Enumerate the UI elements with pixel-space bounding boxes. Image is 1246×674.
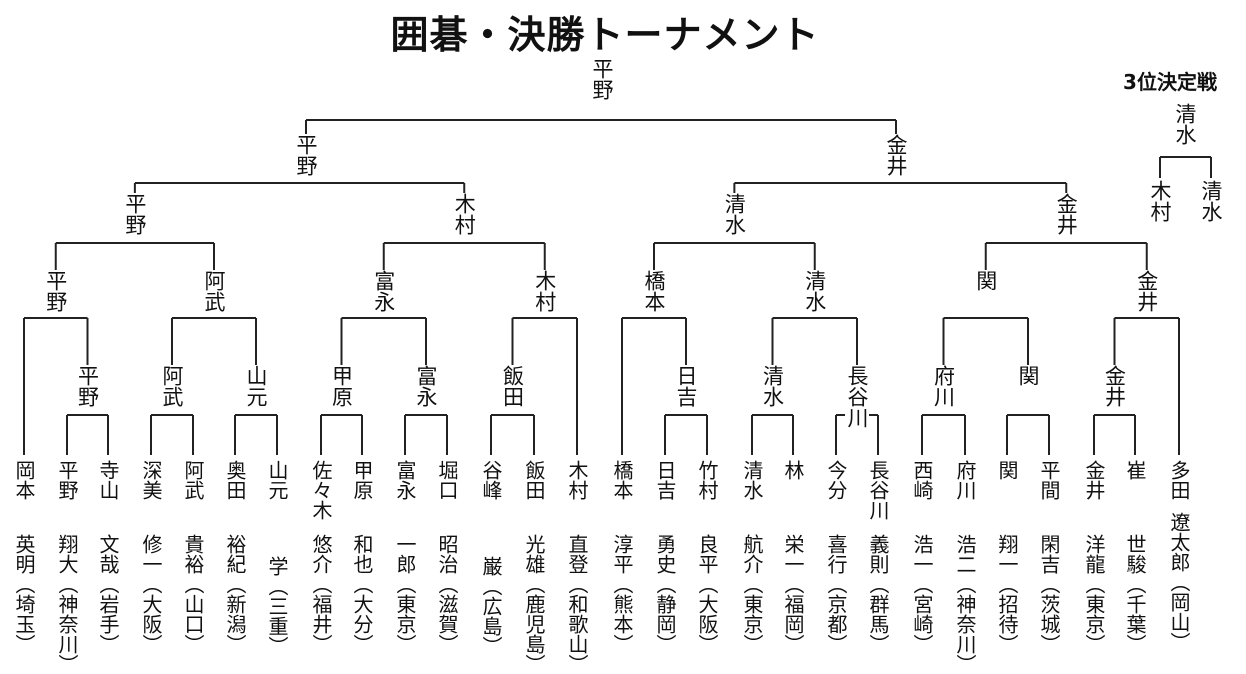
player-given-pref: 義則（群馬） xyxy=(866,534,890,654)
player-given-pref: 勇史（静岡） xyxy=(653,534,677,654)
round2-winner: 金井 xyxy=(1134,270,1159,312)
semifinal-winner: 平野 xyxy=(294,134,318,176)
round2-winner: 富永 xyxy=(371,270,396,312)
player-given-pref: 昭治（滋賀） xyxy=(435,534,459,654)
player-surname: 長谷川 xyxy=(866,460,890,520)
player-surname: 阿武 xyxy=(181,460,205,500)
player-given-pref: 光雄（鹿児島） xyxy=(522,534,546,674)
round1-winner: 日吉 xyxy=(674,365,698,407)
player-given-pref: 遼太郎（岡山） xyxy=(1167,512,1191,652)
player-given-pref: 英明（埼玉） xyxy=(12,534,36,654)
player-surname: 平野 xyxy=(55,460,79,500)
player-surname: 日吉 xyxy=(653,460,677,500)
player-surname: 林 xyxy=(781,460,805,480)
player-surname: 平間 xyxy=(1037,460,1061,500)
round2-winner: 橋本 xyxy=(642,270,666,312)
player-given-pref: 翔一（招待） xyxy=(995,534,1019,654)
player-given-pref: 浩二（神奈川） xyxy=(953,534,977,674)
player-given-pref: 和也（大分） xyxy=(350,534,374,654)
player-given-pref: 航介（東京） xyxy=(740,534,764,654)
player-given-pref: 浩一（宮崎） xyxy=(910,534,934,654)
player-given-pref: 栄一（福岡） xyxy=(781,534,805,654)
player-surname: 深美 xyxy=(139,460,163,500)
player-surname: 清水 xyxy=(740,460,764,500)
round1-winner: 関 xyxy=(1016,365,1040,386)
player-surname: 金井 xyxy=(1082,460,1106,500)
player-given-pref: 文哉（岩手） xyxy=(96,534,120,654)
semifinal-winner: 金井 xyxy=(884,134,908,176)
player-surname: 堀口 xyxy=(435,460,459,500)
player-given-pref: 良平（大阪） xyxy=(695,534,719,654)
player-surname: 今分 xyxy=(824,460,848,500)
round1-winner: 平野 xyxy=(75,365,100,407)
round1-winner: 富永 xyxy=(414,365,438,407)
round1-winner: 飯田 xyxy=(500,365,525,407)
round1-winner: 清水 xyxy=(760,365,785,407)
player-surname: 関 xyxy=(995,460,1019,480)
player-given-pref: 直登（和歌山） xyxy=(565,534,589,674)
round1-winner: 長谷川 xyxy=(845,365,869,428)
player-surname: 木村 xyxy=(565,460,589,500)
round2-winner: 平野 xyxy=(43,270,68,312)
round2-winner: 関 xyxy=(973,270,998,291)
player-given-pref: 巌（広島） xyxy=(479,556,503,656)
player-surname: 山元 xyxy=(265,460,289,500)
round3-winner: 平野 xyxy=(122,193,147,235)
round1-winner: 阿武 xyxy=(160,365,184,407)
player-given-pref: 悠介（福井） xyxy=(309,534,333,654)
player-surname: 橋本 xyxy=(610,460,634,500)
page-title: 囲碁・決勝トーナメント xyxy=(390,13,820,57)
player-given-pref: 世駿（千葉） xyxy=(1123,534,1147,654)
player-surname: 谷峰 xyxy=(479,460,503,500)
player-surname: 岡本 xyxy=(12,460,36,500)
player-given-pref: 修一（大阪） xyxy=(139,534,163,654)
round1-winner: 山元 xyxy=(244,365,268,407)
champion: 平野 xyxy=(590,58,614,100)
bracket-lines xyxy=(23,119,1212,455)
player-surname: 府川 xyxy=(953,460,977,500)
player-surname: 寺山 xyxy=(96,460,120,500)
player-surname: 崔 xyxy=(1123,460,1147,480)
round1-winner: 金井 xyxy=(1102,365,1127,407)
player-surname: 甲原 xyxy=(350,460,374,500)
player-given-pref: 貴裕（山口） xyxy=(181,534,205,654)
player-given-pref: 翔大（神奈川） xyxy=(55,534,79,674)
player-given-pref: 閑吉（茨城） xyxy=(1037,534,1061,654)
third-place-title: 3位決定戦 xyxy=(1123,70,1217,94)
round1-winner: 府川 xyxy=(931,365,956,407)
round2-winner: 木村 xyxy=(532,270,557,312)
third-place-player: 清水 xyxy=(1199,180,1223,222)
player-given-pref: 喜行（京都） xyxy=(824,534,848,654)
round2-winner: 阿武 xyxy=(202,270,226,312)
player-surname: 富永 xyxy=(393,460,417,500)
player-surname: 竹村 xyxy=(695,460,719,500)
round2-winner: 清水 xyxy=(802,270,827,312)
round3-winner: 清水 xyxy=(722,193,747,235)
player-given-pref: 淳平（熊本） xyxy=(610,534,634,654)
third-place-winner: 清水 xyxy=(1173,103,1197,145)
player-given-pref: 洋龍（東京） xyxy=(1082,534,1106,654)
player-surname: 飯田 xyxy=(522,460,546,500)
player-surname: 佐々木 xyxy=(309,460,333,520)
round3-winner: 金井 xyxy=(1054,193,1079,235)
third-place-player: 木村 xyxy=(1148,180,1172,222)
player-given-pref: 裕紀（新潟） xyxy=(223,534,247,654)
player-given-pref: 一郎（東京） xyxy=(393,534,417,654)
player-surname: 西崎 xyxy=(910,460,934,500)
player-surname: 奥田 xyxy=(223,460,247,500)
player-surname: 多田 xyxy=(1167,460,1191,500)
player-given-pref: 学（三重） xyxy=(265,556,289,656)
round1-winner: 甲原 xyxy=(329,365,354,407)
round3-winner: 木村 xyxy=(452,193,477,235)
